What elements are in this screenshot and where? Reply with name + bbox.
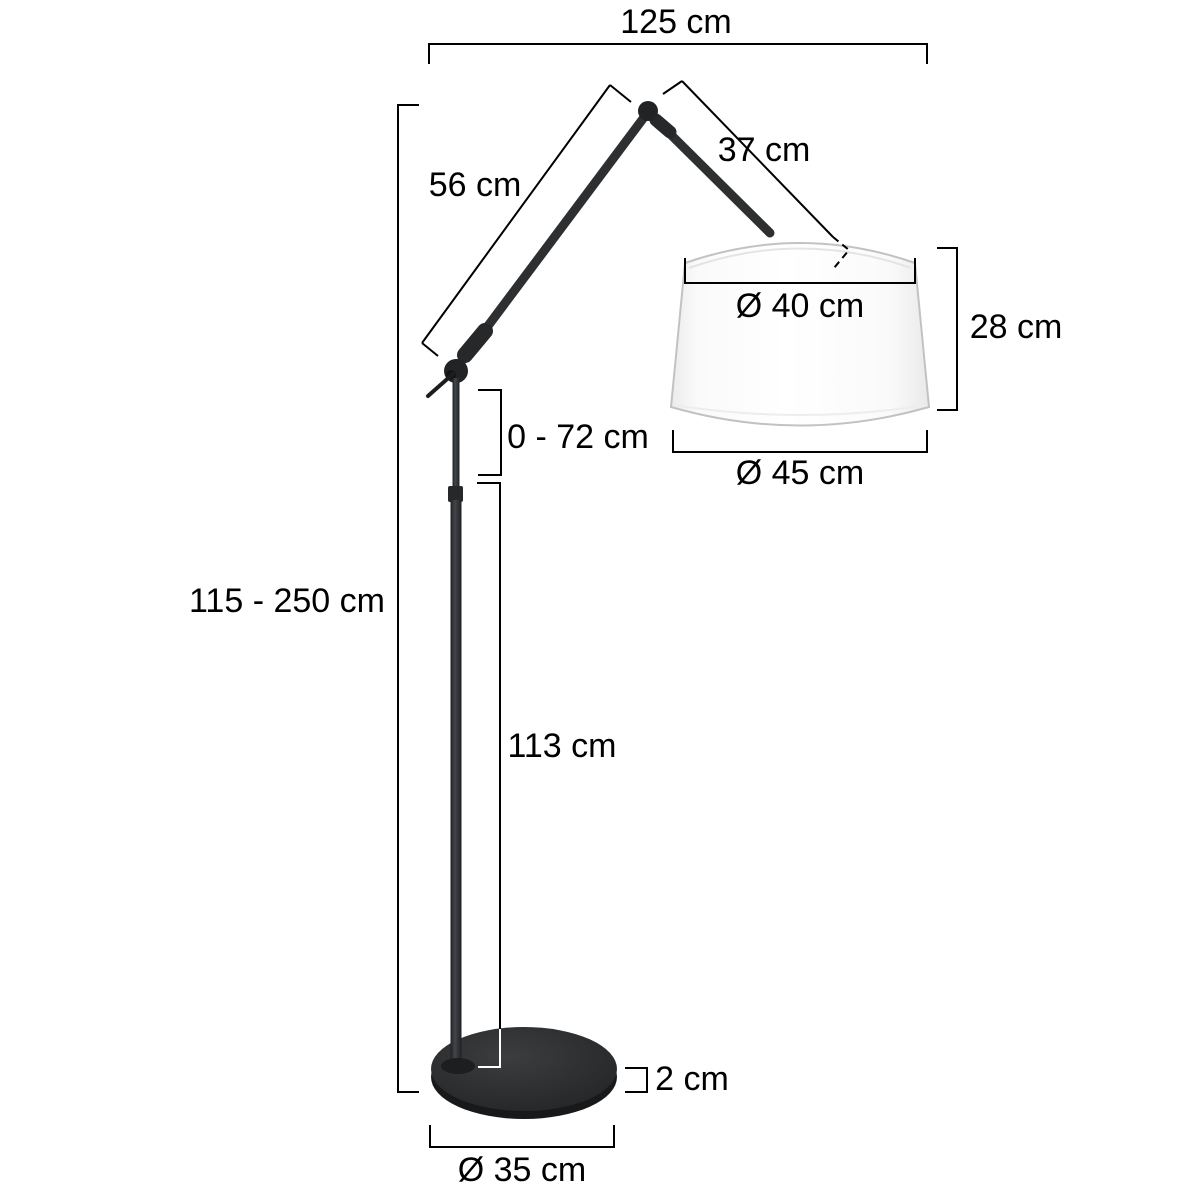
dim-label-base-height: 2 cm [655,1060,729,1098]
dim-label-shade-height: 28 cm [969,308,1063,346]
dim-label-shade-top-diameter: Ø 40 cm [735,287,865,325]
dim-line-shade-bottom-diameter [672,430,928,453]
dim-line-base-diameter [429,1125,615,1148]
front-arm-sleeve [649,113,677,139]
dim-line-pole-height-over-base [478,1029,501,1068]
lamp-base [431,1027,617,1119]
pole-foot [441,1058,475,1074]
rear-arm-sleeve [457,323,493,363]
adjustment-lever [426,371,456,398]
top-elbow-joint [638,101,658,121]
pole-collar [448,486,463,502]
pole-upper-section [452,378,460,490]
dim-label-shade-bottom-diameter: Ø 45 cm [735,454,865,492]
dim-line-telescopic [478,389,502,476]
dim-label-total-height: 115 - 250 cm [189,582,385,620]
dim-line-pole-height-upper [477,482,501,1029]
dim-line-base-height [625,1067,648,1093]
dim-label-telescopic-range: 0 - 72 cm [507,418,649,456]
dim-label-rear-arm: 56 cm [428,166,522,204]
pole-lower-section [450,500,462,1064]
lamp-shade [669,242,931,427]
shade-body [669,242,931,427]
dim-line-shade-top-diameter [684,258,916,284]
rear-arm [453,107,653,371]
dim-label-front-arm: 37 cm [717,131,811,169]
dim-label-total-width: 125 cm [620,3,732,41]
dim-line-shade-height [937,247,958,411]
dim-label-base-diameter: Ø 35 cm [457,1151,587,1189]
dim-line-total-height [397,104,419,1093]
dimension-lines [397,43,958,1148]
lamp-drawing [426,101,931,1119]
dim-line-front-arm [662,80,851,269]
base-top [431,1027,617,1111]
shade-bottom-inner-rim [672,404,928,416]
dim-line-rear-arm [421,84,632,357]
lamp-pole [441,378,475,1074]
dim-line-total-width [428,43,928,64]
lamp-arms [426,101,775,398]
dim-label-pole-height: 113 cm [507,727,617,765]
shade-top-rim-shadow [688,247,912,269]
